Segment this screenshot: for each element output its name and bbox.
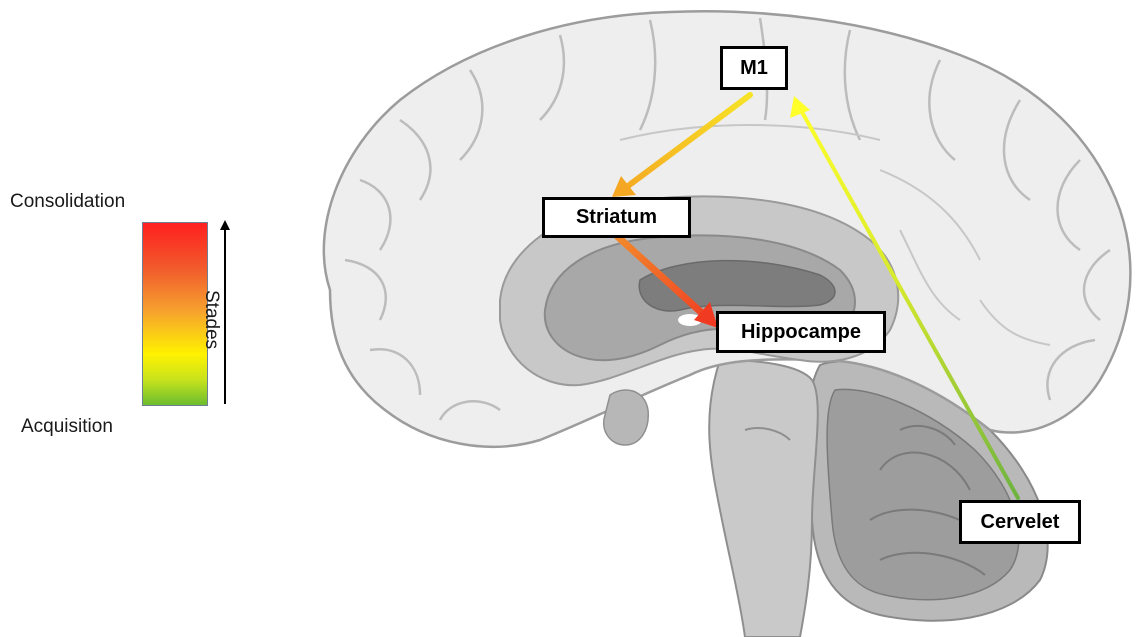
node-striatum: Striatum [542, 197, 691, 238]
node-m1: M1 [720, 46, 788, 90]
node-hippocampe: Hippocampe [716, 311, 886, 353]
legend-bottom-label: Acquisition [21, 416, 113, 438]
node-cervelet: Cervelet [959, 500, 1081, 544]
brainstem [709, 360, 818, 637]
stage-axis-label: Stades [192, 290, 222, 350]
legend-top-label: Consolidation [10, 191, 125, 213]
